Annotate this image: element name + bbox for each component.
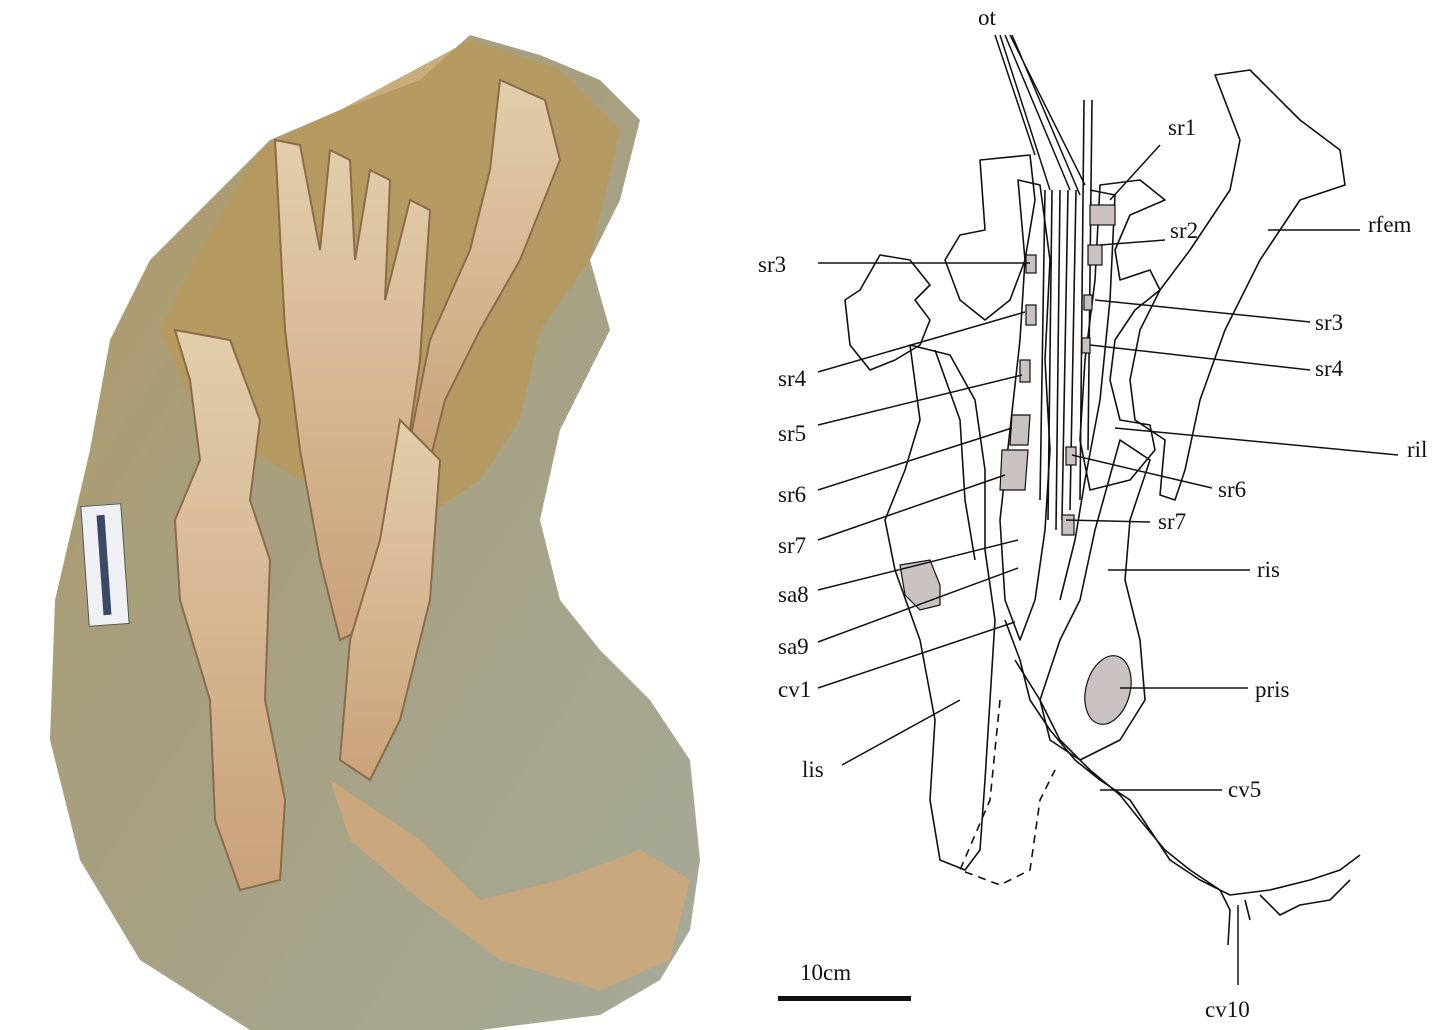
left-ischium-shaded-patch	[899, 559, 941, 611]
label-sr6-right: sr6	[1218, 477, 1246, 502]
right-ilium-outline	[1079, 179, 1166, 491]
fossil-photo	[50, 35, 700, 1030]
label-sr4-right: sr4	[1315, 356, 1344, 381]
caudal-vertebrae-bones	[330, 780, 690, 990]
label-rfem: rfem	[1368, 212, 1412, 237]
label-sr6-left: sr6	[778, 482, 806, 507]
sr1-shade	[1089, 204, 1116, 226]
label-cv10: cv10	[1205, 997, 1250, 1022]
label-sr7-right: sr7	[1158, 509, 1186, 534]
sr7-shade	[999, 449, 1029, 491]
label-sr3-right: sr3	[1315, 310, 1343, 335]
scale-bar-label: 10cm	[800, 960, 851, 985]
right-ischium-bone	[338, 417, 442, 782]
left-ilium-outline	[944, 154, 1036, 321]
label-cv1: cv1	[778, 677, 811, 702]
left-ischium-bone	[173, 328, 287, 892]
sacral-column-outline	[999, 179, 1051, 641]
label-cv5: cv5	[1228, 777, 1261, 802]
label-ot: ot	[978, 5, 997, 30]
caudal-vertebrae-outline	[1004, 619, 1361, 946]
left-pubis-outline	[844, 254, 931, 371]
sr6-shade	[1009, 414, 1031, 446]
fossil-line-drawing	[844, 69, 1361, 946]
left-ischium-outline	[884, 344, 996, 871]
label-sa9: sa9	[778, 634, 809, 659]
label-sr1: sr1	[1168, 115, 1196, 140]
left-ischium-dashed	[959, 699, 1056, 886]
scale-label-card	[80, 503, 130, 627]
scale-bar	[778, 996, 911, 1001]
label-pris: pris	[1255, 677, 1290, 702]
ossified-tendons	[1039, 99, 1093, 531]
leader-lines	[778, 34, 1399, 1001]
label-sr3-left: sr3	[758, 252, 786, 277]
sr3r-shade	[1083, 294, 1093, 311]
label-ris: ris	[1257, 557, 1280, 582]
left-ischium-inner	[934, 349, 976, 561]
label-lis: lis	[802, 757, 824, 782]
label-sa8: sa8	[778, 582, 809, 607]
label-sr7-left: sr7	[778, 533, 806, 558]
sr4-shade	[1025, 304, 1037, 326]
labels: ot sr1 sr2 rfem sr3 sr3 sr4 sr4 sr5 ril …	[758, 5, 1427, 1022]
label-sr5: sr5	[778, 421, 806, 446]
label-sr2: sr2	[1170, 218, 1198, 243]
label-ril: ril	[1407, 437, 1427, 462]
sr3-shade	[1025, 254, 1037, 274]
sr2-shade	[1087, 244, 1103, 266]
right-femur-outline	[1129, 69, 1346, 501]
label-sr4-left: sr4	[778, 366, 807, 391]
right-ischium-shaded-patch	[1084, 655, 1132, 725]
right-femur-bone	[408, 78, 562, 462]
sr5-shade	[1019, 359, 1031, 383]
right-ischium-outline	[1039, 439, 1151, 761]
sr4r-shade	[1081, 337, 1091, 354]
sr7r-shade	[1061, 514, 1075, 536]
